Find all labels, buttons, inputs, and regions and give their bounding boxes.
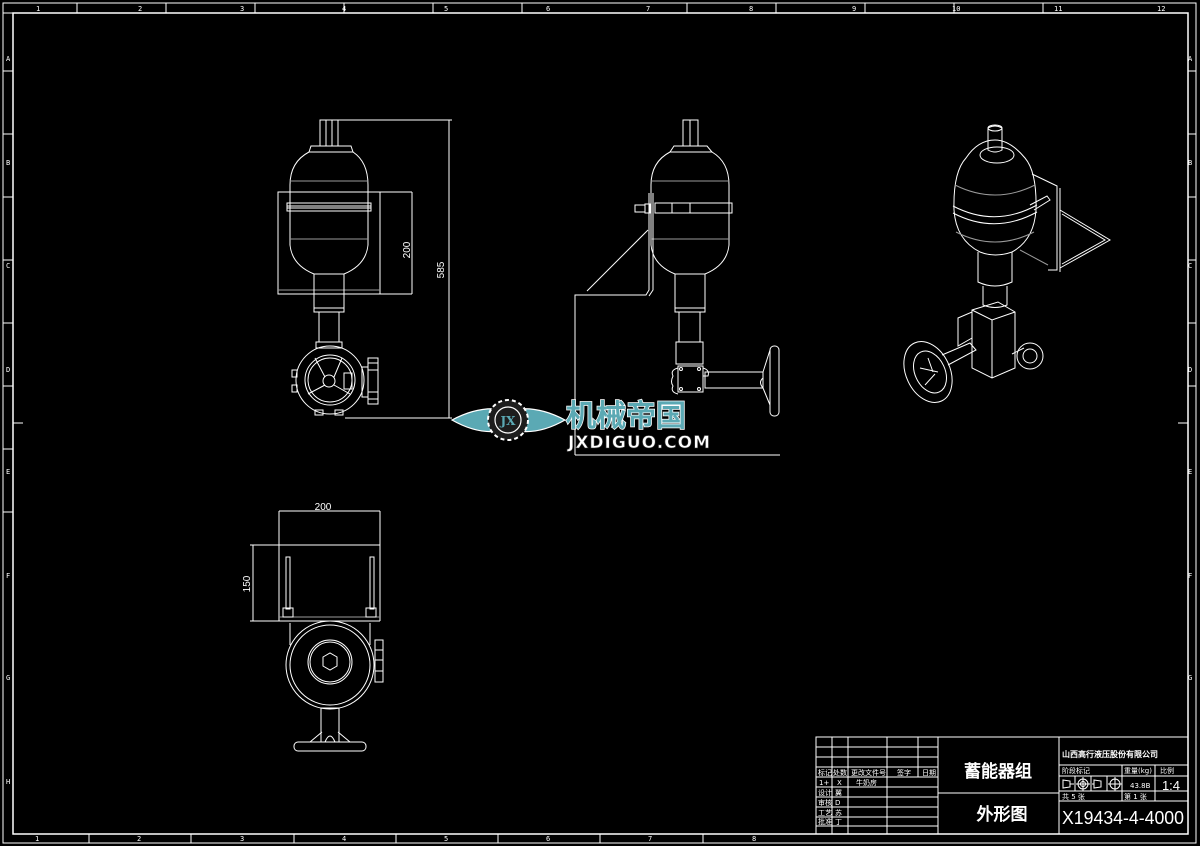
sign-name: 苏 <box>835 808 842 817</box>
row-label: E <box>1188 468 1192 476</box>
col-label: 8 <box>752 835 756 843</box>
top-view: 200 150 <box>242 502 384 752</box>
row-label: E <box>6 468 10 476</box>
rev-cell: 牛奶房 <box>856 778 877 787</box>
col-label: 10 <box>952 5 960 13</box>
sign-name: 翼 <box>835 789 842 797</box>
sign-role: 工艺 <box>818 809 832 817</box>
row-label: A <box>6 55 11 63</box>
row-label: C <box>6 262 10 270</box>
scale-value: 1:4 <box>1162 778 1180 793</box>
sign-name: 丁 <box>835 818 842 826</box>
col-label: 7 <box>648 835 652 843</box>
zone-labels: 1 2 3 4 5 6 7 8 9 10 11 12 A B C D E F G… <box>6 5 1193 843</box>
col-label: 7 <box>646 5 650 13</box>
sheet-number: 第 1 张 <box>1124 792 1147 801</box>
title-block: 标记 处数 更改文件号 签字 日期 1+ X 牛奶房 设计 翼 审核 D 工艺 … <box>815 736 1189 835</box>
third-angle-projection-icon <box>1092 777 1122 791</box>
sign-name: D <box>835 799 840 807</box>
rev-cell: X <box>837 779 842 787</box>
row-label: H <box>6 778 10 786</box>
scale-label: 比例 <box>1160 766 1174 775</box>
sign-role: 设计 <box>818 788 832 797</box>
drawing-title: 蓄能器组 <box>964 761 1032 782</box>
row-label: G <box>6 674 10 682</box>
stage-label: 阶段标记 <box>1062 766 1090 775</box>
weight-label: 重量(kg) <box>1124 767 1152 775</box>
col-label: 5 <box>444 5 448 13</box>
rev-header: 日期 <box>922 769 936 777</box>
rev-header: 更改文件号 <box>851 768 886 777</box>
col-label: 9 <box>852 5 856 13</box>
rev-cell: 1+ <box>819 779 829 787</box>
col-label: 2 <box>138 5 142 13</box>
col-label: 4 <box>342 5 346 13</box>
col-label: 12 <box>1157 5 1165 13</box>
col-label: 5 <box>444 835 448 843</box>
sign-role: 审核 <box>818 798 832 807</box>
row-label: D <box>1188 366 1192 374</box>
col-label: 6 <box>546 5 550 13</box>
col-label: 3 <box>240 5 244 13</box>
dim-overall-height: 585 <box>436 261 447 278</box>
drawing-subtitle: 外形图 <box>977 804 1028 825</box>
col-label: 2 <box>137 835 141 843</box>
company-name: 山西高行液压股份有限公司 <box>1062 749 1158 759</box>
watermark-logo: JX 机械帝国 JXDIGUO.COM <box>450 398 711 453</box>
dim-width: 200 <box>315 502 332 513</box>
col-label: 3 <box>240 835 244 843</box>
sheet-count: 共 5 张 <box>1062 792 1085 801</box>
col-label: 1 <box>35 835 39 843</box>
drawing-number: X19434-4-4000 <box>1062 808 1184 828</box>
row-label: A <box>1188 55 1193 63</box>
rev-header: 签字 <box>897 768 911 777</box>
watermark-emblem: JX <box>500 414 517 428</box>
row-label: F <box>6 572 10 580</box>
col-label: 4 <box>342 835 346 843</box>
row-label: C <box>1188 262 1192 270</box>
watermark-cn-text: 机械帝国 <box>566 399 686 434</box>
side-view <box>574 119 780 456</box>
watermark-en-text: JXDIGUO.COM <box>567 433 711 453</box>
first-angle-projection-icon <box>1062 777 1090 791</box>
col-label: 8 <box>749 5 753 13</box>
rev-header: 处数 <box>833 768 847 777</box>
rev-header: 标记 <box>818 768 832 777</box>
row-label: B <box>6 159 10 167</box>
col-label: 6 <box>546 835 550 843</box>
col-label: 1 <box>36 5 40 13</box>
row-label: G <box>1188 674 1192 682</box>
dim-depth: 150 <box>242 575 253 592</box>
weight-value: 43.8B <box>1130 782 1151 790</box>
col-label: 11 <box>1054 5 1062 13</box>
row-label: B <box>1188 159 1192 167</box>
sign-role: 批准 <box>818 817 832 826</box>
front-view: 585 200 <box>277 119 452 419</box>
row-label: D <box>6 366 10 374</box>
dim-bracket-height: 200 <box>402 241 413 258</box>
isometric-view <box>903 124 1111 403</box>
row-label: F <box>1188 572 1192 580</box>
